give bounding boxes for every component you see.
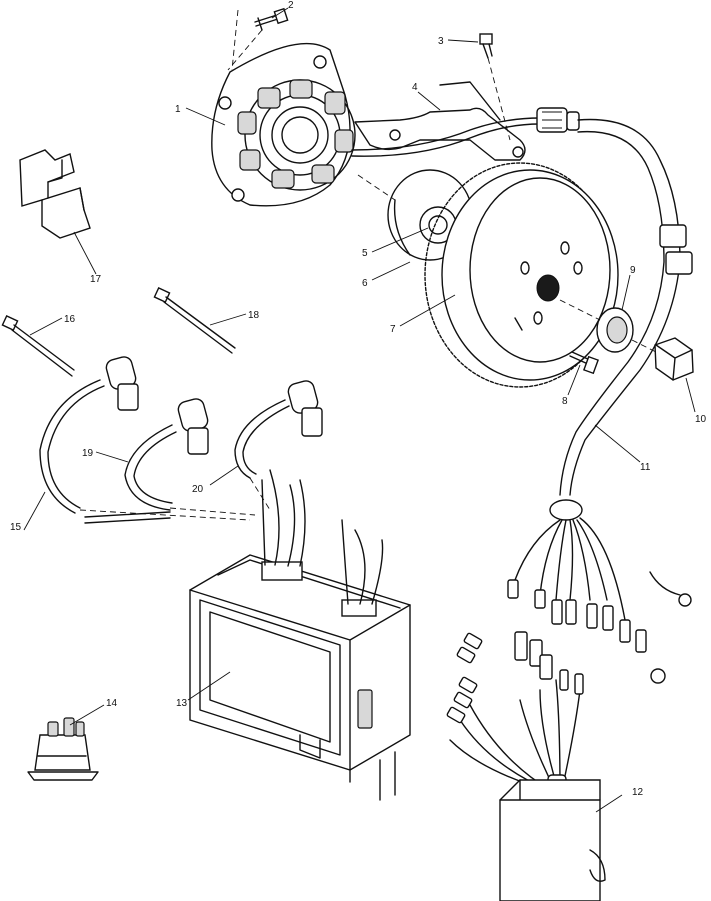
bolt-8 — [569, 351, 599, 375]
starter-solenoid — [27, 717, 99, 781]
spark-plug-wire-20 — [234, 380, 323, 479]
cdi-leads — [261, 469, 384, 605]
callout-3: 3 — [438, 36, 444, 47]
callout-12: 12 — [632, 787, 644, 798]
callout-16: 16 — [64, 314, 76, 325]
screw-18 — [153, 287, 236, 354]
wire-harness — [559, 118, 693, 496]
callout-6: 6 — [362, 278, 368, 289]
flywheel — [424, 162, 619, 388]
callout-5: 5 — [362, 248, 368, 259]
callout-15: 15 — [10, 522, 22, 533]
callout-13: 13 — [176, 698, 188, 709]
nut — [631, 337, 694, 381]
harness-breakout — [507, 499, 692, 684]
callout-1: 1 — [175, 104, 181, 115]
callout-19: 19 — [82, 448, 94, 459]
screw-16 — [1, 315, 75, 377]
screw-3 — [479, 33, 511, 141]
callout-labels: 1 2 3 4 5 6 7 8 9 10 11 12 13 14 15 16 1… — [10, 0, 707, 798]
callout-17: 17 — [90, 274, 102, 285]
callout-2: 2 — [288, 0, 294, 11]
stator-coil — [218, 55, 356, 202]
pulser-bracket — [354, 81, 526, 161]
callout-20: 20 — [192, 484, 204, 495]
callout-7: 7 — [390, 324, 396, 335]
cdi-module — [189, 554, 411, 801]
spark-plug-wire-15 — [39, 356, 139, 514]
stator-wire — [351, 107, 580, 157]
callout-11: 11 — [640, 462, 651, 473]
washer — [559, 299, 634, 353]
hv-lead-routing — [79, 477, 271, 524]
callout-4: 4 — [412, 82, 418, 93]
callout-9: 9 — [630, 265, 636, 276]
screw-2 — [254, 7, 289, 31]
callout-10: 10 — [695, 414, 707, 425]
junction-box — [499, 779, 606, 901]
leader-lines — [23, 7, 696, 813]
callout-14: 14 — [106, 698, 118, 709]
stator-plate — [211, 9, 351, 207]
bracket-17 — [19, 149, 91, 239]
callout-8: 8 — [562, 396, 568, 407]
spark-plug-wire-19 — [124, 398, 209, 511]
callout-18: 18 — [248, 310, 260, 321]
lower-harness-bundle — [446, 631, 584, 806]
